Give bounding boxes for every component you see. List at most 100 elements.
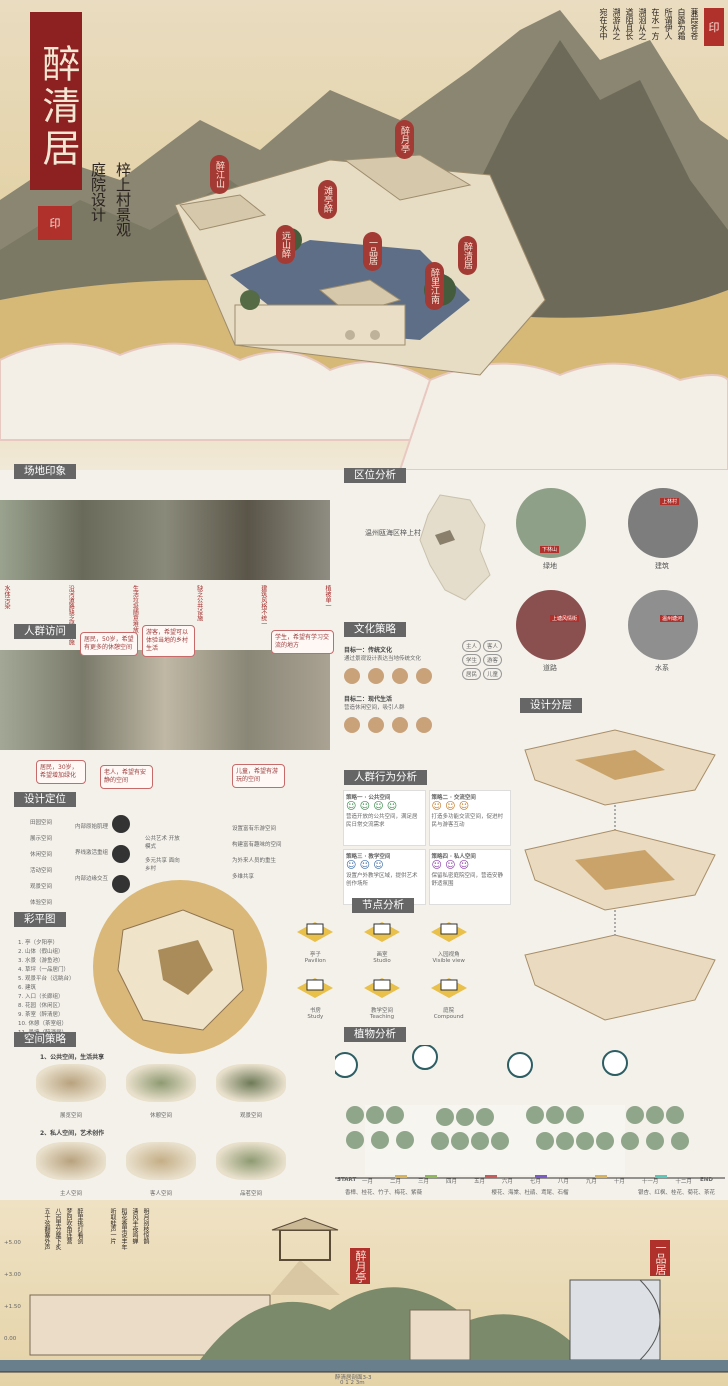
positioning-item: 为外来人员的重生	[232, 858, 277, 864]
location-tag: 醉里江南	[425, 262, 444, 310]
location-tag: 滩亭醉	[318, 180, 337, 219]
behavior-card: 策略二 · 交流空间 ☺ ☺ ☺ 打造多功能交流空间，促进村民与游客互动	[428, 790, 511, 846]
section-tag: 醉月亭	[350, 1248, 370, 1284]
positioning-item: 界线激活重组	[75, 850, 109, 856]
legend-item: 9. 茶室（醉清居）	[18, 1012, 64, 1018]
poem-line: 稻花香里说丰年	[120, 1208, 127, 1250]
positioning-item: 构建富有趣味的空间	[232, 842, 282, 848]
site-note: 建筑风格不统一	[259, 585, 267, 627]
plant-analysis-diagram	[335, 1045, 725, 1179]
positioning-item: 休闲空间	[30, 852, 53, 858]
node-item: 亭子 Pavilion	[282, 918, 349, 964]
space-item: 品茗空间	[216, 1142, 286, 1199]
section-illustration	[0, 1217, 728, 1373]
space-group-title: 1、公共空间，生活共享	[40, 1054, 105, 1061]
people-icons: ☺ ☺ ☺	[431, 860, 470, 871]
space-label: 主人空间	[59, 1191, 82, 1197]
space-label: 展览空间	[59, 1113, 82, 1119]
crowd-note: 居民，30岁，希望增加绿化	[36, 760, 86, 784]
site-notes: 水体污染 沿河道路缺乏绿化设施 生活垃圾随意堆放 缺乏公共设施 建筑风格不统一 …	[2, 585, 332, 645]
poem-column: 蒹葭苍苍	[690, 8, 699, 40]
space-label: 品茗空间	[239, 1191, 262, 1197]
section-caption: 醉清居剖面3-3	[335, 1375, 372, 1381]
node-cn: 亭子	[309, 952, 321, 958]
poem-column: 道阻且长	[625, 8, 634, 40]
poem-line: 听取蛙声一片	[109, 1208, 116, 1244]
subtitle-right: 梓上村景观	[114, 162, 132, 237]
month: 一月	[362, 1179, 374, 1185]
node-cn: 书房	[309, 1008, 321, 1014]
positioning-item: 多维共享	[232, 874, 255, 880]
bubble: 学生	[462, 654, 482, 666]
node-item: 庭院 Compound	[415, 974, 482, 1020]
section-header-space: 空间策略	[14, 1032, 76, 1047]
site-note: 植被单一	[323, 585, 331, 609]
section-header-positioning: 设计定位	[14, 792, 76, 807]
circle-label: 道路	[543, 664, 557, 672]
site-note: 生活垃圾随意堆放	[131, 585, 139, 633]
space-group-title: 2、私人空间，艺术创作	[40, 1130, 105, 1137]
month: 十一月	[641, 1179, 659, 1185]
culture-bubbles: 主人 客人 学生 游客 居民 儿童	[462, 640, 512, 680]
crowd-photo-strip	[0, 650, 330, 750]
poem-column: 溯游从之	[612, 8, 621, 40]
culture-text: 营造休闲空间，吸引人群	[344, 705, 405, 711]
section-header-nodes: 节点分析	[352, 898, 414, 913]
node-cn: 画室	[376, 952, 388, 958]
legend-item: 5. 观景平台（远眺台）	[18, 976, 75, 982]
legend-item: 2. 山体（假山组）	[18, 949, 64, 955]
level-marker: +3.00	[4, 1272, 21, 1278]
space-group2: 主人空间 客人空间 品茗空间	[36, 1142, 286, 1199]
positioning-item: 活动空间	[30, 868, 53, 874]
people-icons: ☺ ☺ ☺ ☺	[346, 801, 398, 812]
behavior-title: 策略一 · 公共空间	[346, 795, 391, 801]
map-circle-water	[628, 590, 698, 660]
legend-item: 1. 亭（夕阳亭）	[18, 940, 58, 946]
level-marker: +5.00	[4, 1240, 21, 1246]
region-map	[419, 494, 491, 601]
positioning-right: 设置富有乐游空间 构建富有趣味的空间 为外来人员的重生 多维共享	[232, 824, 282, 880]
poem-column: 溯洄从之	[638, 8, 647, 40]
pavilion-icon	[297, 922, 334, 942]
location-tag: 醉月亭	[395, 120, 414, 159]
level-markers: +5.00 +3.00 +1.50 0.00	[4, 1240, 21, 1342]
positioning-center: 公共艺术 开放模式 多元共享 面向乡村	[145, 834, 185, 872]
month: 二月	[389, 1179, 401, 1185]
scale-bar: 0 1 2 3m	[340, 1380, 365, 1386]
space-label: 观景空间	[239, 1113, 262, 1119]
space-item: 客人空间	[126, 1142, 196, 1199]
location-tag: 醉清居	[458, 236, 477, 275]
node-item: 书房 Study	[282, 974, 349, 1020]
behavior-text: 保留私密庭院空间，营造安静舒适氛围	[431, 873, 504, 887]
plant-rows: 香樟、桂花、竹子、梅花、紫薇 樱花、海棠、杜鹃、鸢尾、石榴 银杏、红枫、桂花、菊…	[345, 1188, 715, 1196]
node-item: 入园视角 Visible view	[415, 918, 482, 964]
hero-panel: 醉清居 印 庭院设计 梓上村景观 蒹葭苍苍 白露为霜 所谓伊人 在水一方 溯洄从…	[0, 0, 728, 470]
bubble: 主人	[462, 640, 482, 652]
site-photo-strip	[0, 500, 330, 580]
legend-item: 10. 休憩（茶室组）	[18, 1021, 67, 1027]
culture-block: 目标一：传统文化 通过景观设计表达当地传统文化 目标二：现代生活 营造休闲空间，…	[344, 645, 454, 739]
circle-tag: 上林村	[660, 498, 680, 505]
positioning-item: 设置富有乐游空间	[232, 826, 277, 832]
section-tag: 一品居	[650, 1240, 670, 1276]
culture-text: 通过景观设计表达当地传统文化	[344, 656, 422, 662]
month: 九月	[585, 1179, 597, 1185]
seal-stamp: 印	[38, 206, 72, 240]
space-item: 展览空间	[36, 1064, 106, 1121]
bubble: 居民	[462, 668, 482, 680]
crowd-note: 游客，希望可以体验当地的乡村生活	[142, 625, 195, 657]
poem-column: 宛在水中	[599, 8, 608, 40]
positioning-item: 展示空间	[30, 836, 53, 842]
studio-icon	[363, 922, 400, 942]
month-row: 一月 二月 三月 四月 五月 六月 七月 八月 九月 十月 十一月 十二月	[362, 1177, 692, 1185]
node-en: Study	[307, 1014, 324, 1020]
map-circle-road	[516, 590, 586, 660]
plant-row: 樱花、海棠、杜鹃、鸢尾、石榴	[491, 1190, 569, 1196]
node-item: 教学空间 Teaching	[349, 974, 416, 1020]
section-drawing-panel: 醉月亭 一品居 醉里挑灯看剑 梦回吹角连营 八百里分麾下炙 五十弦翻塞外声 明月…	[0, 1200, 728, 1386]
landscape-illustration	[0, 10, 728, 470]
positioning-item: 观景空间	[30, 884, 53, 890]
legend-item: 7. 入口（长廊组）	[18, 994, 64, 1000]
behavior-title: 策略三 · 教学空间	[346, 854, 391, 860]
timeline-start: START	[337, 1177, 357, 1183]
